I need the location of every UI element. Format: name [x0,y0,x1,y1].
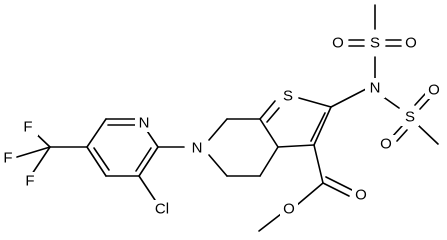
atom-labels: F F F N Cl N S N S O O S O [0,34,443,218]
bond-s-c2 [298,97,332,108]
bond-c7a-c3a [259,118,279,148]
bond-n-ch2-top [208,118,228,141]
bond-c7a-s-inner [266,107,280,123]
bond-c2-c3-inner [310,112,326,142]
bond-s-lower-o-right-a [414,93,426,106]
atom-o-carbonyl: O [355,187,367,204]
bond-c2-c3 [313,106,332,146]
atom-o-upper-right: O [405,35,417,52]
bond-s-lower-o-right-b [419,97,431,110]
bond-c2-n [330,88,367,108]
atom-n-pyridine: N [139,115,150,132]
structure-svg: F F F N Cl N S N S O O S O [0,4,443,232]
atom-f2: F [3,150,12,167]
bond-ester-c-o-single [296,182,324,206]
atom-f1: F [23,119,32,136]
atom-o-lower-left: O [380,136,392,153]
atom-s-thiophene: S [283,88,293,105]
atom-cl: Cl [155,201,169,218]
bond-c3-cl [138,175,156,201]
bond-ch2-n [208,154,228,177]
bond-ester-c-o-double-b [325,176,353,191]
bond-s-lower-o-left-b [396,129,408,142]
bond-cf3-f3 [31,146,51,175]
atom-o-ester: O [283,201,295,218]
bond-o-methyl [258,213,282,232]
bond-pyr-c4-c5 [86,146,107,177]
bond-pyr-c2-c3-inner [135,147,152,172]
bond-pyr-c4-c5-inner [93,147,110,171]
chemical-structure-diagram: F F F N Cl N S N S O O S O [0,4,443,232]
atom-s-upper: S [370,35,380,52]
atom-n-sulfonyl: N [370,80,381,97]
bond-c3-c3a [277,144,315,148]
atom-o-lower-right: O [428,82,440,99]
bond-ester-c-o-double-a [322,182,350,197]
bond-c3a-ch2 [259,146,279,177]
bond-pyr-c2-c3 [138,146,159,177]
bond-c7a-s [259,100,276,120]
atom-f3: F [25,173,34,190]
bonds [16,4,439,232]
bond-s-lower-ch3 [418,125,439,145]
bond-c3-ester-c [313,144,324,184]
bond-cf3-f2 [16,146,51,158]
bond-pyr-c5-c6 [86,118,107,148]
atom-o-upper-left: O [332,35,344,52]
atom-s-lower: S [405,109,415,126]
atom-n-piperidine: N [192,140,203,157]
